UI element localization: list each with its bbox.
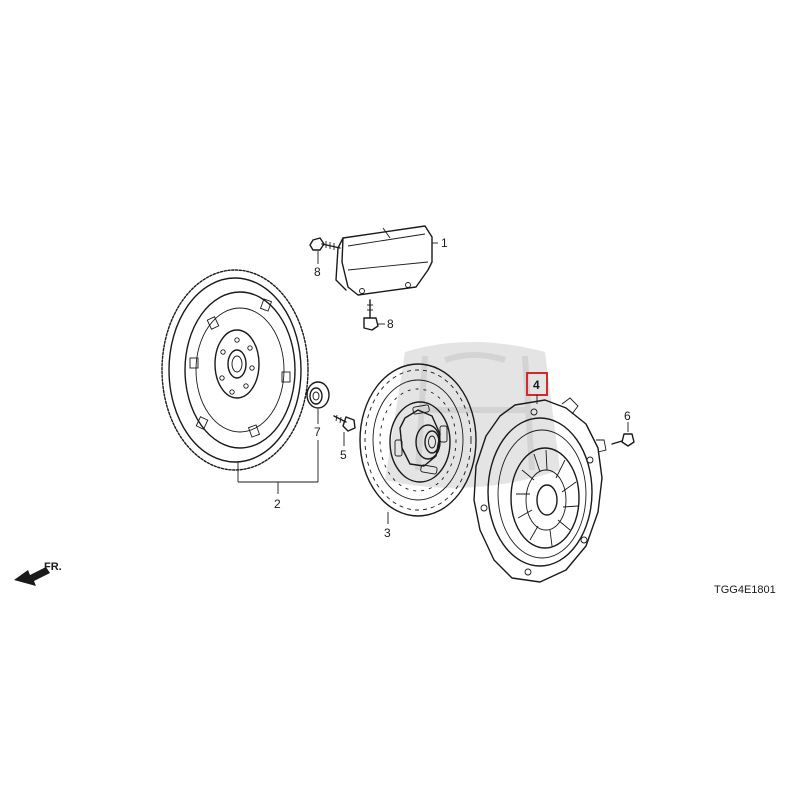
part-8-bolt-lower[interactable] [363, 299, 379, 331]
callout-1: 1 [441, 236, 448, 250]
part-5-bolt[interactable] [333, 414, 356, 432]
callout-bracket-2 [237, 440, 319, 494]
part-1-cover-bracket[interactable] [335, 225, 433, 296]
direction-label: FR. [44, 561, 62, 573]
flywheel[interactable] [161, 269, 309, 471]
callout-7: 7 [314, 425, 321, 439]
part-7-bearing[interactable] [306, 381, 330, 409]
callout-4: 4 [533, 378, 540, 392]
part-6-bolt[interactable] [611, 433, 635, 447]
callout-6: 6 [624, 409, 631, 423]
callout-3: 3 [384, 526, 391, 540]
front-direction-arrow: FR. [14, 561, 62, 586]
callout-2: 2 [274, 497, 281, 511]
diagram-code: TGG4E1801 [714, 584, 776, 596]
callout-5: 5 [340, 448, 347, 462]
callout-8-upper: 8 [314, 265, 321, 279]
part-4-pressure-plate[interactable] [473, 397, 607, 583]
part-3-clutch-disc[interactable] [359, 363, 477, 517]
part-8-bolt-upper[interactable] [309, 237, 341, 251]
callout-8-lower: 8 [387, 317, 394, 331]
